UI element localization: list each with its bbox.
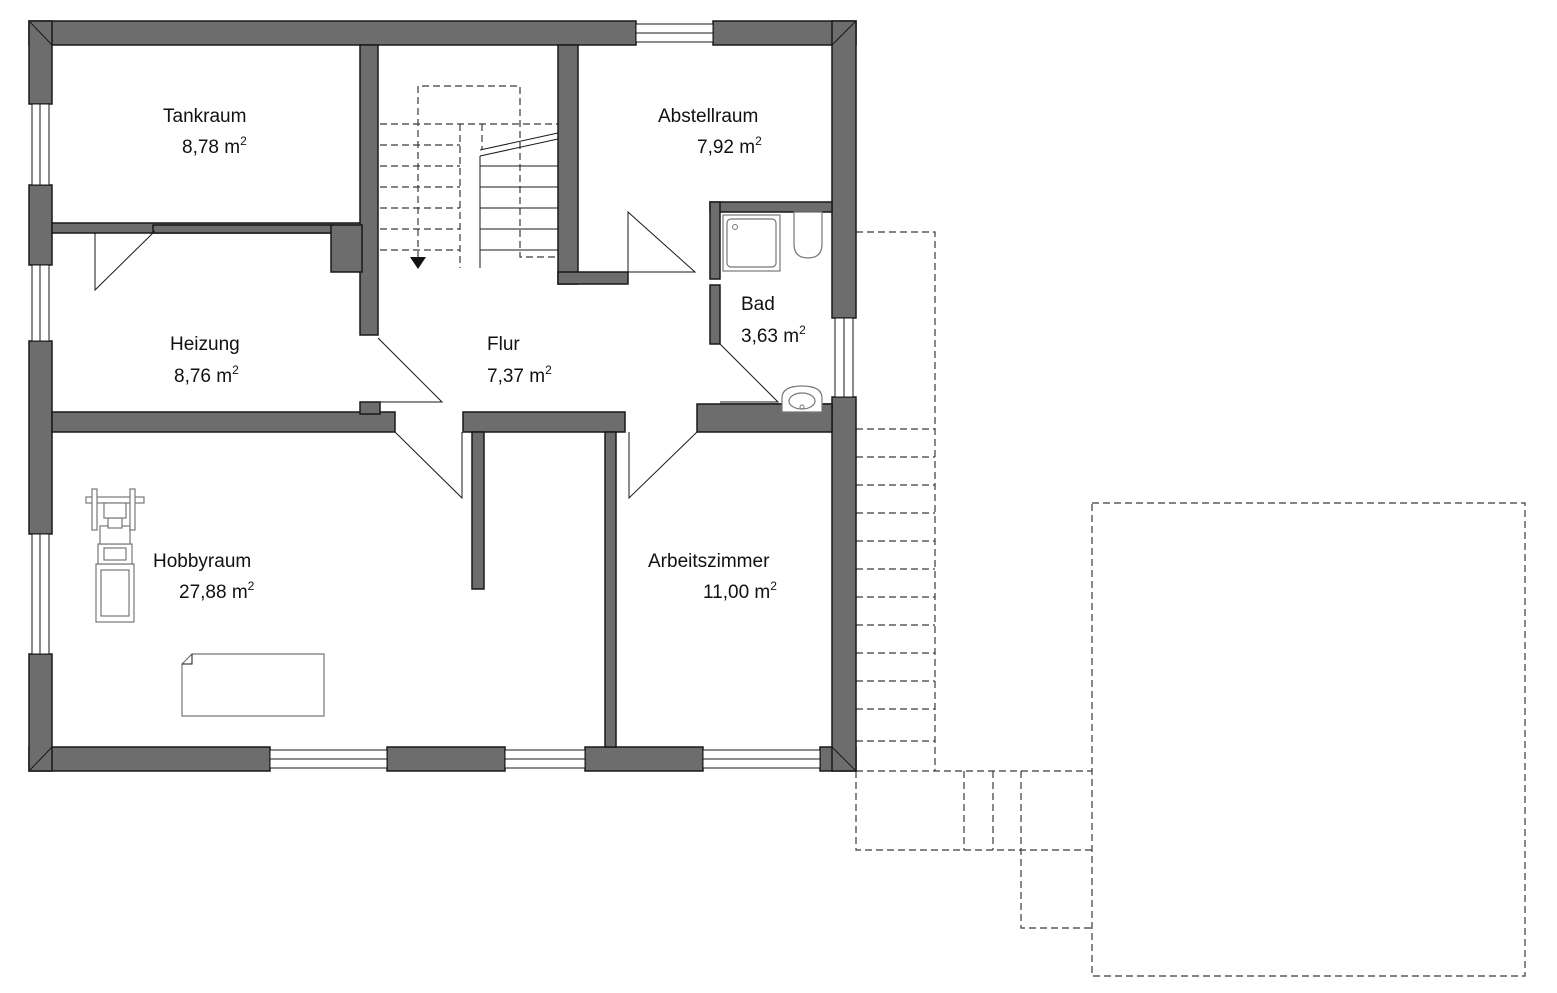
- wall-bad-west-2: [709, 284, 721, 345]
- wall-hobby-stub: [471, 431, 485, 590]
- outer-wall-bottom-1: [28, 746, 271, 772]
- door-hobbyraum: [394, 431, 463, 500]
- room-labels: Tankraum 8,78 m2 Abstellraum 7,92 m2 Bad…: [153, 106, 806, 603]
- outer-wall-bottom-2: [386, 746, 506, 772]
- outer-wall-right-2: [831, 396, 857, 772]
- outer-wall-left-4: [28, 653, 53, 772]
- room-area-hobbyraum: 27,88 m2: [179, 579, 255, 603]
- room-area-flur: 7,37 m2: [487, 363, 552, 387]
- door-bad: [719, 343, 780, 403]
- fitness-machine: [85, 488, 145, 623]
- room-area-bad: 3,63 m2: [741, 323, 806, 347]
- stair-direction-arrow-icon: [410, 257, 426, 269]
- wall-flur-south-right: [696, 403, 833, 433]
- wall-tankraum-east: [359, 44, 379, 336]
- room-name-hobbyraum: Hobbyraum: [153, 551, 251, 572]
- outer-wall-left-3: [28, 340, 53, 535]
- room-area-heizung: 8,76 m2: [174, 363, 239, 387]
- outer-wall-top-left: [28, 20, 637, 46]
- corner-marks: [28, 20, 857, 772]
- doors: [94, 210, 780, 500]
- outer-wall-bottom-3: [584, 746, 704, 772]
- wall-heizung-top: [152, 224, 334, 234]
- door-arbeitszimmer: [628, 431, 698, 500]
- fixtures: [85, 211, 823, 717]
- outdoor-outlines: [855, 231, 1526, 977]
- room-name-arbeitszimmer: Arbeitszimmer: [648, 551, 770, 572]
- wall-bad-top: [709, 201, 833, 213]
- room-name-flur: Flur: [487, 334, 520, 355]
- table: [181, 653, 325, 717]
- room-name-tankraum: Tankraum: [163, 106, 246, 127]
- wall-chimney: [330, 224, 363, 273]
- door-tankraum: [94, 230, 156, 292]
- outer-wall-right-1: [831, 20, 857, 319]
- garage-outline: [1091, 502, 1526, 977]
- wall-stair-east: [557, 44, 579, 285]
- windows: [31, 23, 854, 769]
- door-heizung: [377, 337, 444, 403]
- outer-wall-left-2: [28, 184, 53, 266]
- room-area-abstellraum: 7,92 m2: [697, 134, 762, 158]
- wall-hobby-arbeit: [604, 431, 617, 748]
- wall-flur-south-mid: [462, 411, 626, 433]
- door-abstellraum: [627, 210, 697, 273]
- room-area-tankraum: 8,78 m2: [182, 134, 247, 158]
- walls: [28, 20, 857, 772]
- room-area-arbeitszimmer: 11,00 m2: [703, 579, 777, 603]
- room-name-bad: Bad: [741, 294, 775, 315]
- room-name-heizung: Heizung: [170, 334, 240, 355]
- wall-abstell-south: [557, 271, 629, 285]
- wall-flur-stub-left: [359, 401, 381, 415]
- wall-heizung-south: [51, 411, 396, 433]
- room-name-abstellraum: Abstellraum: [658, 106, 758, 127]
- wall-bad-west-1: [709, 201, 721, 280]
- toilet: [793, 211, 823, 259]
- staircase: [380, 85, 559, 269]
